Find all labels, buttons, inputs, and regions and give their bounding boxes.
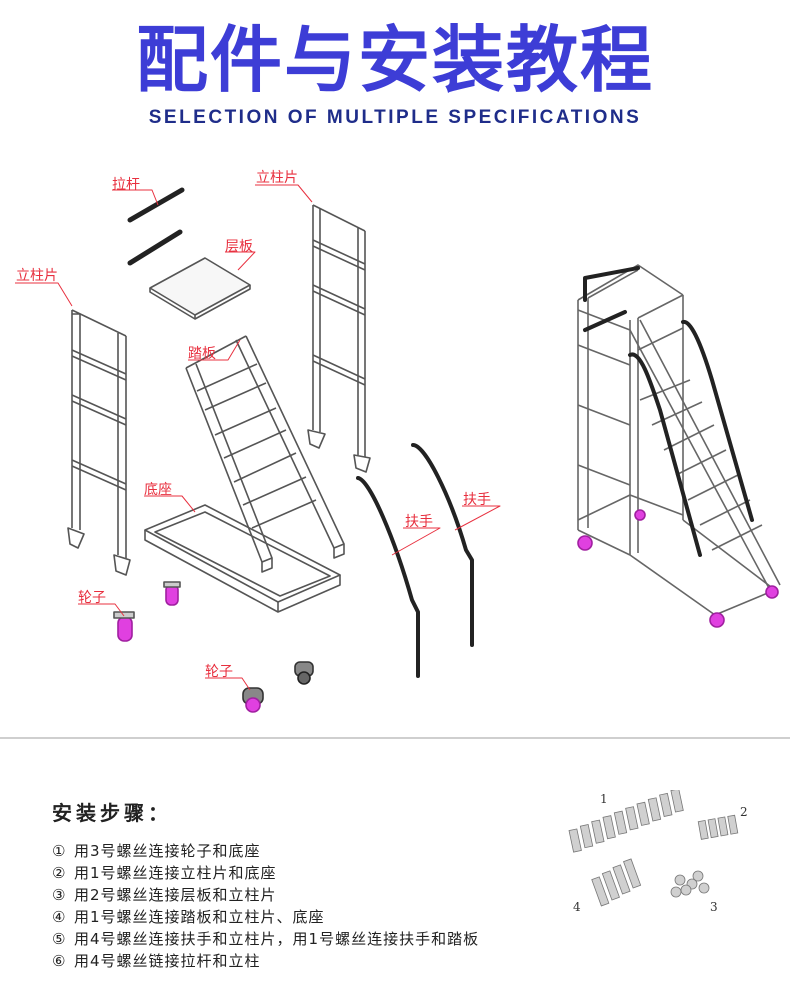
label-step-board: 踏板	[188, 346, 216, 362]
installation-steps-title: 安装步骤：	[52, 801, 172, 825]
step-board-part	[185, 335, 345, 573]
column-part-right	[307, 204, 371, 473]
label-wheel-2: 轮子	[205, 664, 233, 680]
assembled-wheels	[577, 509, 779, 628]
page-title: 配件与安装教程	[135, 18, 654, 102]
label-base: 底座	[144, 482, 172, 498]
label-pull-rod: 拉杆	[112, 177, 140, 193]
screws-image	[568, 790, 739, 907]
pull-rods-part	[127, 187, 185, 266]
exploded-parts-diagram	[15, 184, 781, 713]
label-shelf-board: 层板	[225, 239, 253, 255]
label-column-right: 立柱片	[256, 170, 298, 186]
assembled-ladder	[577, 264, 781, 616]
screw-number-1: 1	[600, 792, 608, 806]
base-part	[144, 504, 341, 613]
label-handrail-2: 扶手	[463, 492, 491, 508]
screw-number-2: 2	[740, 805, 748, 819]
label-handrail-1: 扶手	[405, 514, 433, 530]
page-subtitle: SELECTION OF MULTIPLE SPECIFICATIONS	[148, 107, 642, 128]
section-divider	[0, 737, 790, 739]
screw-number-3: 3	[710, 900, 718, 914]
shelf-board-part	[149, 257, 251, 320]
handrail-part-2	[411, 443, 474, 647]
wheel-part-1	[113, 581, 181, 642]
label-column-left: 立柱片	[16, 268, 58, 284]
screw-number-4: 4	[573, 900, 581, 914]
handrail-part-1	[356, 476, 420, 678]
column-part-left	[67, 309, 131, 576]
label-wheel-1: 轮子	[78, 590, 106, 606]
wheel-part-2	[242, 661, 314, 713]
